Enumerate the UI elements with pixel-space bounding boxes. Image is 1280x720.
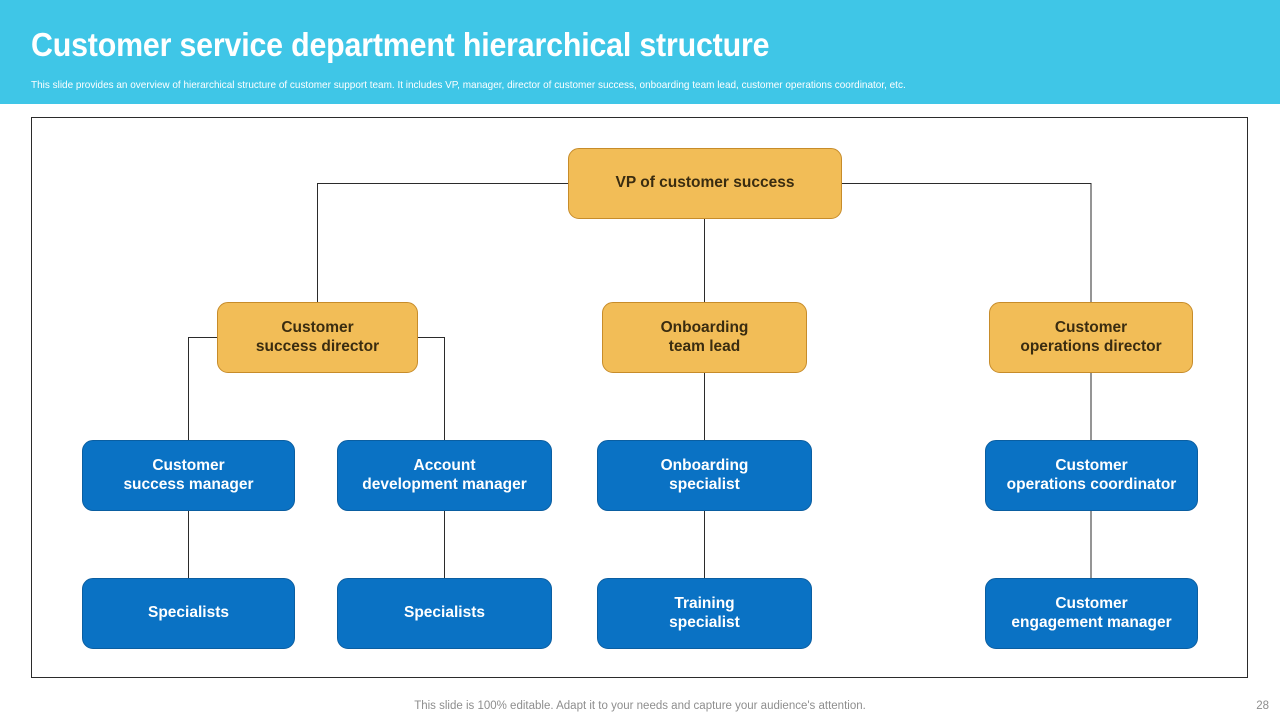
org-node-training-specialist[interactable]: Training specialist bbox=[597, 578, 812, 649]
footer-note: This slide is 100% editable. Adapt it to… bbox=[414, 700, 866, 712]
org-node-vp-of-customer-success[interactable]: VP of customer success bbox=[568, 148, 842, 219]
org-node-customer-operations-coordinator[interactable]: Customer operations coordinator bbox=[985, 440, 1198, 511]
org-node-onboarding-specialist[interactable]: Onboarding specialist bbox=[597, 440, 812, 511]
org-node-customer-operations-director[interactable]: Customer operations director bbox=[989, 302, 1193, 373]
org-node-customer-engagement-manager[interactable]: Customer engagement manager bbox=[985, 578, 1198, 649]
org-node-customer-success-manager[interactable]: Customer success manager bbox=[82, 440, 295, 511]
org-node-specialists-customer-success[interactable]: Specialists bbox=[82, 578, 295, 649]
org-node-account-development-manager[interactable]: Account development manager bbox=[337, 440, 552, 511]
page-number: 28 bbox=[1256, 700, 1269, 712]
org-node-onboarding-team-lead[interactable]: Onboarding team lead bbox=[602, 302, 807, 373]
org-node-specialists-account-development[interactable]: Specialists bbox=[337, 578, 552, 649]
page-title: Customer service department hierarchical… bbox=[31, 26, 770, 63]
org-node-customer-success-director[interactable]: Customer success director bbox=[217, 302, 418, 373]
page-subtitle: This slide provides an overview of hiera… bbox=[31, 79, 906, 91]
slide-header: Customer service department hierarchical… bbox=[0, 0, 1280, 104]
